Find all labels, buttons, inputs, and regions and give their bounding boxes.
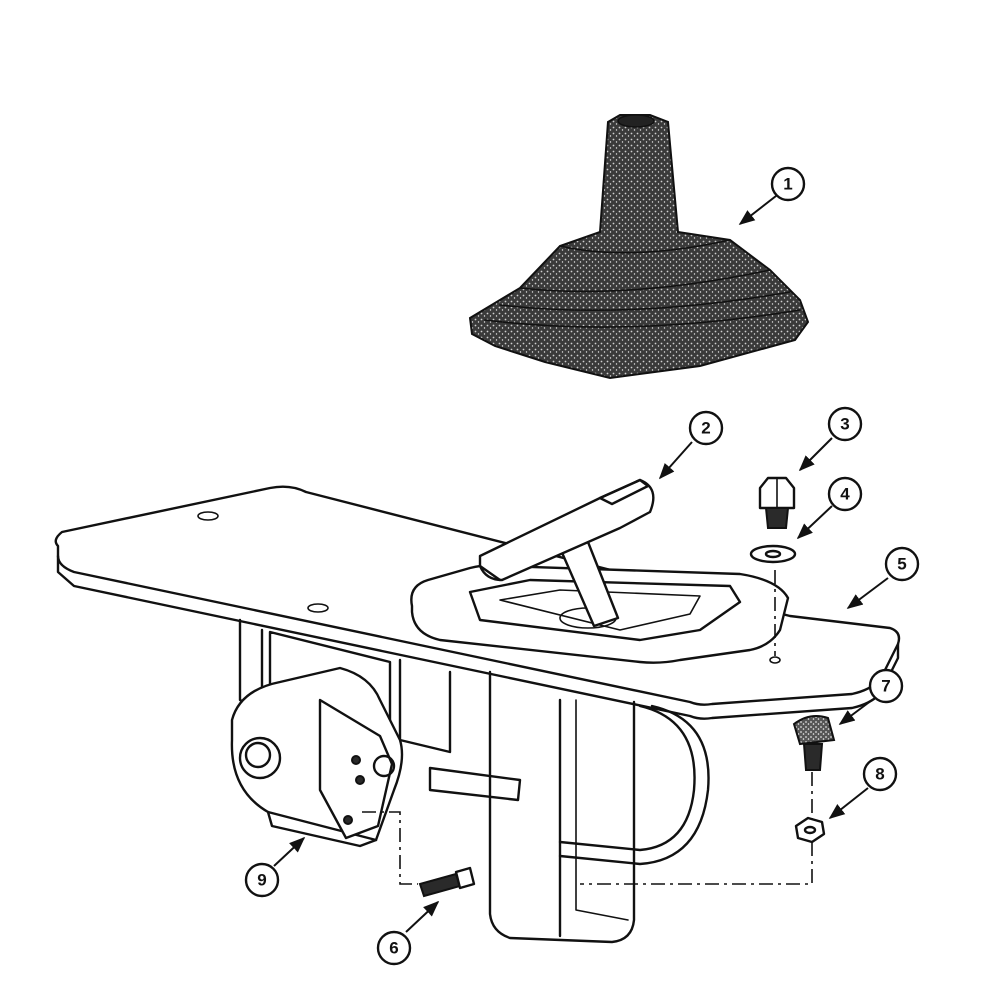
callout-7: 7 (868, 668, 904, 704)
callout-9-label: 9 (257, 871, 266, 890)
callout-9: 9 (244, 862, 280, 898)
callout-3-label: 3 (840, 415, 849, 434)
callout-5-label: 5 (897, 555, 906, 574)
callout-7-label: 7 (881, 677, 890, 696)
lower-housing (238, 618, 710, 944)
callout-4: 4 (827, 476, 863, 512)
switch-part (230, 666, 404, 848)
rubber-boot-part (468, 114, 810, 380)
callout-1: 1 (770, 166, 806, 202)
flange-bolt-part (792, 715, 836, 771)
screw-part (418, 866, 476, 898)
callout-4-label: 4 (840, 485, 850, 504)
callout-8-label: 8 (875, 765, 884, 784)
callout-8: 8 (862, 756, 898, 792)
callout-5: 5 (884, 546, 920, 582)
nut-part (794, 816, 826, 844)
callout-2: 2 (688, 410, 724, 446)
lever-part (478, 478, 655, 628)
callout-2-label: 2 (701, 419, 710, 438)
bolt-part (758, 476, 796, 529)
callout-1-label: 1 (783, 175, 792, 194)
callout-6-label: 6 (389, 939, 398, 958)
callout-6: 6 (376, 930, 412, 966)
callout-3: 3 (827, 406, 863, 442)
washer-part (749, 544, 797, 564)
assembly-lines (362, 570, 813, 885)
leader-lines (273, 195, 889, 933)
